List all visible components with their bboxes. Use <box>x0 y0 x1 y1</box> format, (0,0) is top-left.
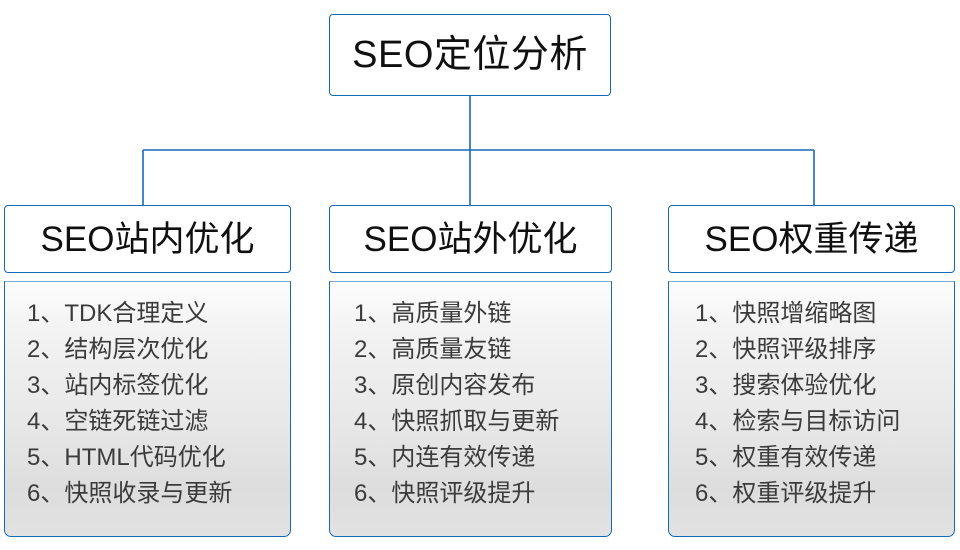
list-item-label: 高质量外链 <box>391 300 512 327</box>
list-item-index: 2、 <box>354 336 392 363</box>
list-item: 2、结构层次优化 <box>27 332 290 368</box>
list-item: 4、快照抓取与更新 <box>354 404 611 440</box>
list-item-label: 检索与目标访问 <box>732 408 901 435</box>
list-item-index: 2、 <box>695 336 733 363</box>
list-item-label: 搜索体验优化 <box>732 372 877 399</box>
list-item-index: 1、 <box>354 300 392 327</box>
list-item-label: 快照抓取与更新 <box>391 408 560 435</box>
list-item: 5、HTML代码优化 <box>27 440 290 476</box>
list-item-label: TDK合理定义 <box>64 300 209 327</box>
root-node-title: SEO定位分析 <box>352 34 588 76</box>
list-item-label: 内连有效传递 <box>391 444 536 471</box>
list-item: 3、搜索体验优化 <box>695 368 954 404</box>
branch-body-1: 1、TDK合理定义 2、结构层次优化 3、站内标签优化 4、空链死链过滤 5、H… <box>4 281 291 537</box>
list-item-index: 5、 <box>695 444 733 471</box>
branch-column-2: SEO站外优化 1、高质量外链 2、高质量友链 3、原创内容发布 4、快照抓取与… <box>329 205 612 537</box>
list-item: 6、快照收录与更新 <box>27 476 290 512</box>
list-item: 4、空链死链过滤 <box>27 404 290 440</box>
list-item-index: 6、 <box>695 480 733 507</box>
list-item: 6、权重评级提升 <box>695 476 954 512</box>
list-item-index: 4、 <box>695 408 733 435</box>
list-item-index: 5、 <box>27 444 65 471</box>
list-item-label: HTML代码优化 <box>64 444 226 471</box>
list-item-label: 快照增缩略图 <box>732 300 877 327</box>
list-item-label: 权重评级提升 <box>732 480 877 507</box>
branch-header-1: SEO站内优化 <box>4 205 291 273</box>
list-item-index: 6、 <box>27 480 65 507</box>
branch-title-1: SEO站内优化 <box>40 219 255 259</box>
branch-body-2: 1、高质量外链 2、高质量友链 3、原创内容发布 4、快照抓取与更新 5、内连有… <box>329 281 612 537</box>
list-item: 1、TDK合理定义 <box>27 296 290 332</box>
list-item-index: 3、 <box>695 372 733 399</box>
item-list-3: 1、快照增缩略图 2、快照评级排序 3、搜索体验优化 4、检索与目标访问 5、权… <box>669 296 954 512</box>
branch-title-2: SEO站外优化 <box>363 219 578 259</box>
list-item-label: 结构层次优化 <box>64 336 209 363</box>
list-item-index: 5、 <box>354 444 392 471</box>
branch-header-2: SEO站外优化 <box>329 205 612 273</box>
item-list-1: 1、TDK合理定义 2、结构层次优化 3、站内标签优化 4、空链死链过滤 5、H… <box>5 296 290 512</box>
list-item-index: 3、 <box>27 372 65 399</box>
list-item: 2、高质量友链 <box>354 332 611 368</box>
item-list-2: 1、高质量外链 2、高质量友链 3、原创内容发布 4、快照抓取与更新 5、内连有… <box>330 296 611 512</box>
branch-column-3: SEO权重传递 1、快照增缩略图 2、快照评级排序 3、搜索体验优化 4、检索与… <box>668 205 955 537</box>
root-node: SEO定位分析 <box>329 14 611 96</box>
branch-body-3: 1、快照增缩略图 2、快照评级排序 3、搜索体验优化 4、检索与目标访问 5、权… <box>668 281 955 537</box>
list-item: 5、内连有效传递 <box>354 440 611 476</box>
list-item-label: 快照收录与更新 <box>64 480 233 507</box>
list-item: 4、检索与目标访问 <box>695 404 954 440</box>
list-item-index: 4、 <box>27 408 65 435</box>
branch-header-3: SEO权重传递 <box>668 205 955 273</box>
list-item-index: 2、 <box>27 336 65 363</box>
list-item: 3、原创内容发布 <box>354 368 611 404</box>
list-item-index: 1、 <box>695 300 733 327</box>
branch-title-3: SEO权重传递 <box>704 219 919 259</box>
list-item: 5、权重有效传递 <box>695 440 954 476</box>
list-item-label: 快照评级排序 <box>732 336 877 363</box>
list-item: 3、站内标签优化 <box>27 368 290 404</box>
list-item: 6、快照评级提升 <box>354 476 611 512</box>
list-item-index: 1、 <box>27 300 65 327</box>
list-item-label: 原创内容发布 <box>391 372 536 399</box>
list-item: 1、快照增缩略图 <box>695 296 954 332</box>
list-item: 2、快照评级排序 <box>695 332 954 368</box>
list-item-label: 空链死链过滤 <box>64 408 209 435</box>
list-item-index: 6、 <box>354 480 392 507</box>
list-item-label: 站内标签优化 <box>64 372 209 399</box>
list-item-label: 快照评级提升 <box>391 480 536 507</box>
list-item-index: 4、 <box>354 408 392 435</box>
list-item: 1、高质量外链 <box>354 296 611 332</box>
branch-column-1: SEO站内优化 1、TDK合理定义 2、结构层次优化 3、站内标签优化 4、空链… <box>4 205 291 537</box>
list-item-index: 3、 <box>354 372 392 399</box>
list-item-label: 高质量友链 <box>391 336 512 363</box>
list-item-label: 权重有效传递 <box>732 444 877 471</box>
